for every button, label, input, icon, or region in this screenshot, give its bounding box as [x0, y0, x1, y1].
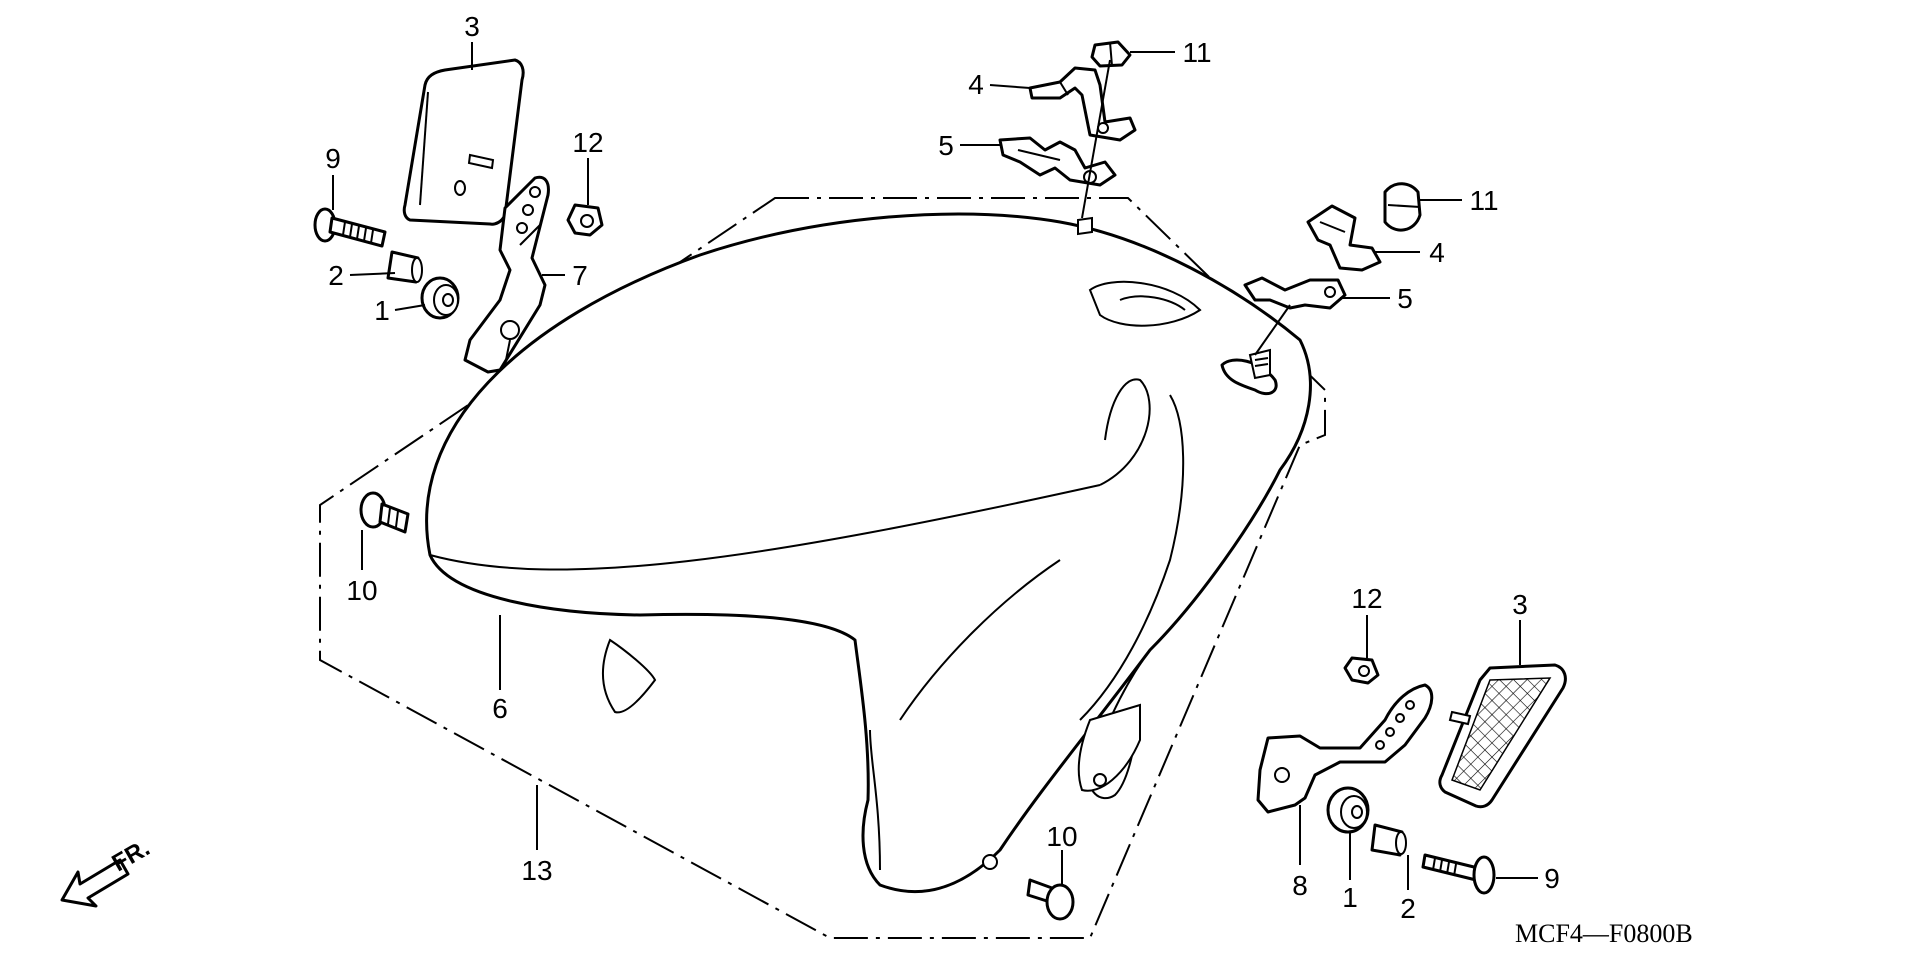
reflector-left — [402, 58, 525, 226]
grommet-1-right — [1326, 786, 1370, 834]
clamp-4-upper — [1028, 66, 1137, 142]
stud-upper — [1077, 216, 1093, 236]
nut-12-right — [1343, 656, 1380, 685]
leader-lines — [332, 42, 1538, 890]
bolt-10-lower — [1026, 878, 1075, 921]
bolt-10-left — [359, 491, 410, 534]
callout-12-upper: 12 — [572, 127, 603, 158]
collar-2-left — [386, 250, 423, 284]
nut-11-right — [1383, 182, 1422, 232]
callout-5-upper: 5 — [938, 130, 954, 161]
callout-13: 13 — [521, 855, 552, 886]
callout-11-right: 11 — [1469, 185, 1498, 216]
bracket-left — [463, 175, 550, 374]
clamp-4-right — [1306, 204, 1382, 272]
callout-5-right: 5 — [1397, 283, 1413, 314]
callout-4-upper: 4 — [968, 69, 984, 100]
callout-12-lower: 12 — [1351, 583, 1382, 614]
callouts: 3 9 12 2 7 1 4 11 5 11 4 5 10 6 13 10 12… — [325, 11, 1560, 924]
collar-2-right — [1370, 823, 1407, 857]
bracket-right — [1256, 683, 1434, 814]
callout-9-upper: 9 — [325, 143, 341, 174]
callout-8: 8 — [1292, 870, 1308, 901]
front-fender — [425, 212, 1312, 893]
nut-12-left — [566, 203, 604, 237]
callout-3-lower: 3 — [1512, 589, 1528, 620]
bolt-9-right — [1421, 853, 1496, 895]
callout-6: 6 — [492, 693, 508, 724]
callout-9-lower: 9 — [1544, 863, 1560, 894]
callout-4-right: 4 — [1429, 237, 1445, 268]
callout-11-upper: 11 — [1182, 37, 1211, 68]
callout-10-left: 10 — [346, 575, 377, 606]
stay-right — [1220, 348, 1278, 396]
diagram-code: MCF4—F0800B — [1515, 919, 1693, 948]
callout-7: 7 — [572, 260, 588, 291]
clamp-5-right — [1243, 276, 1347, 310]
clamp-5-upper — [998, 136, 1117, 187]
reflector-right — [1438, 663, 1567, 809]
callout-1-upper: 1 — [374, 295, 390, 326]
callout-2-upper: 2 — [328, 260, 344, 291]
grommet-1-left — [420, 276, 460, 320]
nut-11-upper — [1090, 40, 1132, 68]
callout-2-lower: 2 — [1400, 893, 1416, 924]
callout-3-upper: 3 — [464, 11, 480, 42]
front-direction-arrow: FR. — [60, 834, 154, 908]
callout-1-lower: 1 — [1342, 882, 1358, 913]
bolt-9-left — [313, 207, 387, 248]
callout-10-lower: 10 — [1046, 821, 1077, 852]
